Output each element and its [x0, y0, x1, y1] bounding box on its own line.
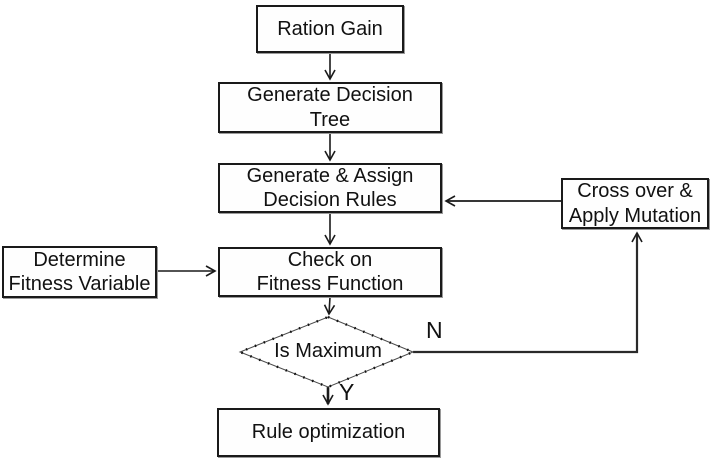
node-determine-fitness-variable-label: Determine Fitness Variable: [8, 248, 151, 295]
node-is-maximum-label: Is Maximum: [274, 340, 382, 362]
node-ration-gain-label: Ration Gain: [277, 17, 383, 40]
branch-label-no: N: [426, 317, 443, 343]
node-generate-assign-decision-rules-label: Generate & Assign Decision Rules: [246, 164, 414, 211]
edge-checkfitness-to-ismaximum: [323, 296, 336, 316]
node-rule-optimization-label: Rule optimization: [251, 421, 406, 444]
node-generate-decision-tree-label: Generate Decision Tree: [247, 84, 413, 131]
edge-ismaximum-to-crossover-no: [413, 231, 643, 354]
node-check-on-fitness-function: Check on Fitness Function: [218, 247, 442, 297]
node-generate-assign-decision-rules: Generate & Assign Decision Rules: [218, 163, 442, 213]
decision-diamond-shape: [238, 316, 415, 388]
node-determine-fitness-variable: Determine Fitness Variable: [2, 246, 157, 298]
node-cross-over-apply-mutation-label: Cross over & Apply Mutation: [568, 180, 702, 227]
node-ration-gain: Ration Gain: [256, 5, 404, 53]
node-generate-decision-tree: Generate Decision Tree: [218, 82, 442, 133]
node-check-on-fitness-function-label: Check on Fitness Function: [256, 248, 404, 295]
node-cross-over-apply-mutation: Cross over & Apply Mutation: [561, 178, 709, 229]
node-rule-optimization: Rule optimization: [217, 408, 440, 457]
branch-label-yes: Y: [339, 379, 355, 405]
